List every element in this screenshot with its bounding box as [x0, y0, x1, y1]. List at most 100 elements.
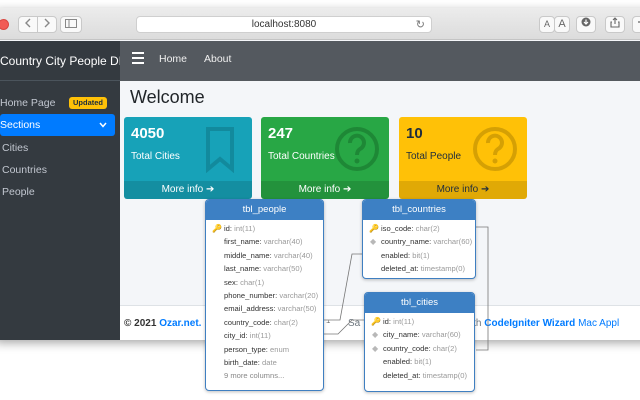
relation-cities-countries — [476, 226, 489, 351]
arrow-circle-right-icon: ➔ — [481, 184, 490, 195]
more-info-label: More info — [436, 184, 479, 195]
page-title: Welcome — [130, 87, 205, 107]
erd-column-row: 🔑iso_code: char(2) — [363, 222, 475, 235]
sidebar-icon — [65, 19, 77, 28]
erd-column-row: enabled: bit(1) — [383, 357, 432, 367]
column-name: first_name — [224, 237, 260, 247]
question-circle-icon — [473, 127, 517, 171]
column-type: varchar(60) — [421, 330, 461, 340]
sidebar-toggle-button[interactable] — [60, 16, 82, 33]
index-diamond-icon: ◆ — [370, 237, 377, 247]
brand-title[interactable]: Country City People DB — [0, 41, 127, 81]
nav-link-home[interactable]: Home — [159, 53, 188, 65]
sidebar-item-cities[interactable]: Cities — [0, 137, 115, 159]
more-info-link[interactable]: More info ➔ — [261, 181, 389, 199]
column-type: date — [262, 357, 277, 367]
stat-value: 247 — [268, 125, 294, 142]
stat-label: Total People — [406, 151, 462, 162]
forward-button[interactable] — [37, 16, 57, 33]
erd-column-row: middle_name: varchar(40) — [224, 250, 313, 260]
wizard-link[interactable]: CodeIgniter Wizard — [484, 318, 576, 329]
column-type: char(1) — [240, 277, 265, 287]
more-columns-link[interactable]: 9 more columns... — [224, 371, 285, 381]
column-type: int(11) — [249, 331, 271, 341]
stat-value: 10 — [406, 125, 423, 142]
erd-column-row: 🔑id: int(11) — [365, 315, 474, 328]
column-type: char(2) — [415, 224, 440, 233]
relation-people-countries — [324, 253, 362, 321]
hamburger-menu-icon[interactable] — [132, 52, 144, 64]
stat-box-cities: 4050 Total Cities More info ➔ — [124, 117, 252, 199]
erd-column-row: birth_date: date — [224, 357, 277, 367]
status-badge: Updated — [69, 97, 107, 109]
index-diamond-icon: ◆ — [372, 330, 379, 340]
sidebar: Country City People DB Home Page Updated… — [0, 41, 127, 340]
relation-people-cities — [324, 319, 364, 335]
column-name: phone_number — [224, 290, 276, 300]
reload-icon[interactable]: ↻ — [415, 19, 425, 31]
erd-column-row: first_name: varchar(40) — [224, 237, 303, 247]
stat-box-countries: 247 Total Countries More info ➔ — [261, 117, 389, 199]
column-name: last_name — [224, 264, 260, 274]
column-type: varchar(50) — [277, 304, 317, 314]
erd-table-people[interactable]: tbl_people 🔑id: int(11) first_name: varch… — [205, 199, 324, 391]
column-type: varchar(40) — [273, 250, 313, 260]
footer-truncated-text: Sa — [348, 318, 361, 329]
erd-table-title: tbl_people — [206, 200, 323, 220]
column-name: enabled — [383, 357, 411, 367]
column-name: country_name — [381, 237, 430, 247]
column-type: bit(1) — [412, 250, 430, 260]
column-type: varchar(50) — [263, 264, 303, 274]
erd-table-countries[interactable]: tbl_countries 🔑iso_code: char(2)◆country… — [362, 199, 476, 279]
sidebar-item-sections[interactable]: Sections — [0, 114, 115, 136]
column-name: country_code — [224, 317, 270, 327]
erd-column-row: ◆country_code: char(2) — [365, 342, 474, 355]
sidebar-item-label: Cities — [2, 142, 29, 154]
share-icon — [610, 17, 620, 28]
erd-column-row: deleted_at: timestamp(0) — [381, 264, 466, 274]
sidebar-item-people[interactable]: People — [0, 181, 115, 203]
erd-column-row: person_type: enum — [224, 344, 290, 354]
column-type: timestamp(0) — [422, 370, 468, 380]
font-larger-button[interactable]: A — [554, 16, 570, 33]
column-name: country_code — [383, 343, 429, 353]
nav-link-about[interactable]: About — [204, 53, 232, 65]
sidebar-item-countries[interactable]: Countries — [0, 159, 115, 181]
more-info-link[interactable]: More info ➔ — [399, 181, 527, 199]
erd-column-row: enabled: bit(1) — [381, 250, 430, 260]
erd-column-row: ◆country_name: varchar(60) — [363, 235, 475, 248]
footer-copyright: © 2021 Ozar.net. — [124, 318, 201, 329]
sidebar-item-label: People — [2, 186, 35, 198]
main-content: Welcome 4050 Total Cities More info ➔ 24… — [120, 81, 640, 305]
browser-toolbar: localhost:8080 ↻ A A — [0, 8, 640, 40]
download-button[interactable] — [576, 16, 596, 33]
stat-label: Total Countries — [268, 151, 335, 162]
company-link[interactable]: Ozar.net. — [159, 318, 202, 329]
new-tab-button[interactable] — [632, 16, 640, 33]
sidebar-item-label: Home Page — [0, 97, 56, 109]
more-info-label: More info — [161, 184, 204, 195]
erd-column-row: 🔑id: int(11) — [206, 222, 323, 235]
erd-table-cities[interactable]: tbl_cities 🔑id: int(11)◆city_name: varch… — [364, 292, 475, 392]
column-name: person_type — [224, 344, 266, 354]
column-name: deleted_at — [381, 264, 417, 274]
erd-columns: 🔑id: int(11)◆city_name: varchar(60)◆coun… — [365, 313, 474, 382]
sidebar-item-label: Countries — [2, 164, 47, 176]
column-name: deleted_at — [383, 370, 419, 380]
more-info-link[interactable]: More info ➔ — [124, 181, 252, 199]
column-type: char(2) — [432, 343, 457, 353]
column-type: varchar(20) — [279, 290, 319, 300]
share-button[interactable] — [605, 16, 625, 33]
close-window-button[interactable] — [0, 19, 9, 30]
column-name: birth_date — [224, 357, 258, 367]
address-bar[interactable]: localhost:8080 ↻ — [136, 16, 432, 33]
erd-column-row: sex: char(1) — [224, 277, 265, 287]
mac-app-link[interactable]: Mac Appl — [578, 318, 620, 329]
primary-key-icon: 🔑 — [369, 224, 379, 233]
column-name: id — [224, 224, 230, 233]
arrow-circle-right-icon: ➔ — [343, 184, 352, 195]
more-info-label: More info — [298, 184, 341, 195]
sidebar-item-home[interactable]: Home Page Updated — [0, 92, 115, 114]
